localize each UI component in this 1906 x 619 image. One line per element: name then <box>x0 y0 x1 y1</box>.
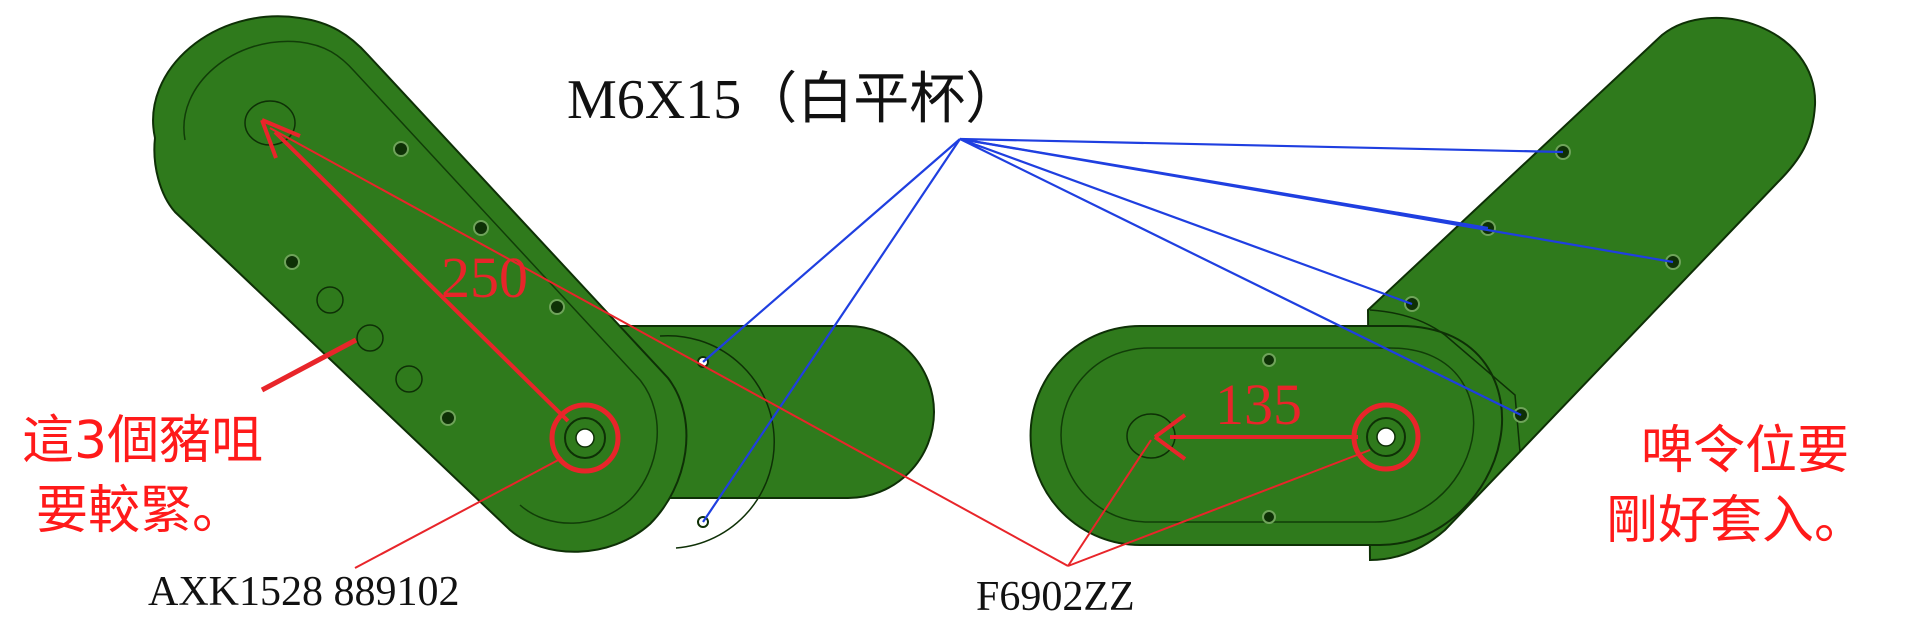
leader-line <box>959 137 1413 306</box>
f6902-leader <box>1067 439 1152 567</box>
screw-hole <box>549 299 565 315</box>
right-bearing-center <box>1376 427 1396 447</box>
left-arm-screw-holes <box>284 141 565 426</box>
stud-circle <box>395 365 423 393</box>
screw-hole <box>1262 510 1276 524</box>
axk-leader <box>354 457 563 569</box>
dim-250-label: 250 <box>441 245 528 310</box>
screw-leader-lines <box>702 137 1674 523</box>
left-bearing-highlight <box>549 402 621 474</box>
right-plate-inner-edge <box>1060 347 1475 523</box>
right-bearing-highlight <box>1351 402 1421 472</box>
note-left-line1: 這3個豬咀 <box>22 411 263 471</box>
bearing-leader-thin <box>269 127 1069 567</box>
bearing-right-label: F6902ZZ <box>976 574 1135 619</box>
screw-hole <box>284 254 300 270</box>
stud-circle <box>316 286 344 314</box>
red-annotations <box>260 118 1421 569</box>
f6902-leader <box>1067 449 1371 567</box>
note-left-line2: 要較緊。 <box>36 481 244 541</box>
note-pointer <box>260 337 358 393</box>
leader-line <box>959 137 1564 154</box>
stud-circle <box>356 324 384 352</box>
dim-135-arrowhead <box>1153 413 1187 461</box>
screw-label: M6X15（白平杯） <box>567 69 1021 131</box>
leader-line <box>702 138 961 363</box>
note-right-line2: 剛好套入。 <box>1606 491 1866 551</box>
leader-line <box>959 137 1674 264</box>
left-arm-assembly <box>152 15 935 553</box>
left-plate-inner-edge <box>659 334 775 549</box>
left-arm-stud-circles <box>316 286 423 393</box>
bearing-left-label: AXK1528 889102 <box>148 569 460 615</box>
dim-135-label: 135 <box>1215 372 1302 437</box>
left-bearing-center <box>575 428 595 448</box>
left-arm-inner-groove <box>183 40 659 524</box>
note-right-line1: 啤令位要 <box>1641 421 1849 481</box>
dim-250-line <box>273 130 570 423</box>
left-diagonal-arm <box>152 15 688 553</box>
screw-hole <box>473 220 489 236</box>
screw-hole <box>440 410 456 426</box>
dim-250-arrowhead <box>260 118 301 159</box>
screw-hole <box>1262 353 1276 367</box>
leader-line <box>959 138 1522 416</box>
leader-line <box>702 138 961 523</box>
right-arm-notch <box>1369 309 1521 453</box>
screw-hole <box>393 141 409 157</box>
